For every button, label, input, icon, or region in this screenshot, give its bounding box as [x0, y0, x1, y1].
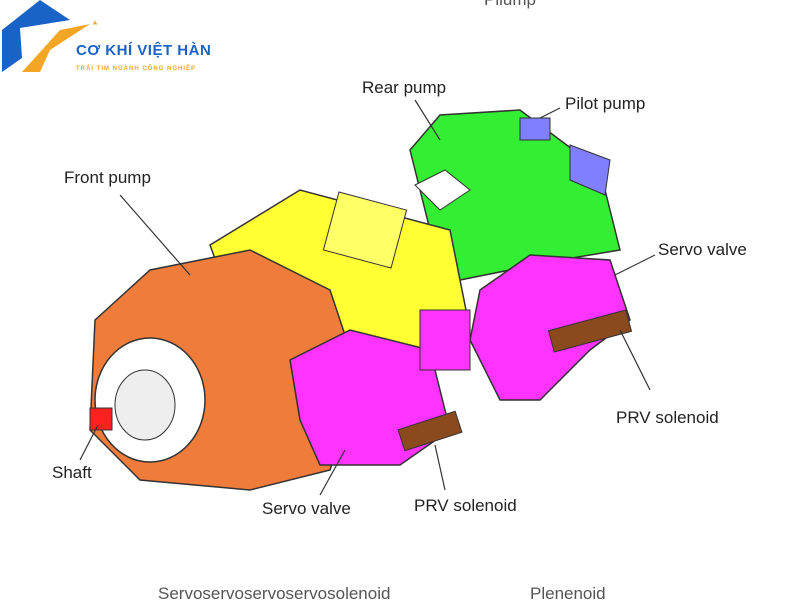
label-servo-valve-right: Servo valve [658, 240, 747, 259]
prv-solenoid-bottom [397, 410, 463, 452]
label-servo-valve-bottom: Servo valve [262, 499, 351, 518]
label-front-pump: Front pump [64, 168, 151, 187]
label-prv-solenoid-bottom: PRV solenoid [414, 496, 517, 515]
label-rear-pump: Rear pump [362, 78, 447, 97]
logo-brand: CƠ KHÍ VIỆT HÀN [76, 42, 212, 59]
shaft-tip [89, 407, 113, 431]
logo-tagline: TRÁI TIM NGÀNH CÔNG NGHIỆP [76, 66, 196, 72]
company-logo: CƠ KHÍ VIỆT HÀN TRÁI TIM NGÀNH CÔNG NGHI… [0, 0, 211, 80]
bottom-cut-label-right: Plenenoid [530, 584, 606, 603]
label-prv-solenoid-right: PRV solenoid [616, 408, 719, 427]
leader-lines [79, 99, 656, 496]
pilot-pump-body [519, 117, 551, 141]
label-pilot-pump: Pilot pump [565, 94, 646, 113]
top-cut-label: Pilump [484, 0, 536, 10]
label-shaft: Shaft [52, 463, 92, 482]
servo-valve-right-body [469, 254, 631, 401]
prv-solenoid-right [547, 309, 633, 353]
bottom-cut-label-left: Servoservoservoservosolenoid [158, 584, 391, 603]
logo-icon [2, 0, 98, 72]
